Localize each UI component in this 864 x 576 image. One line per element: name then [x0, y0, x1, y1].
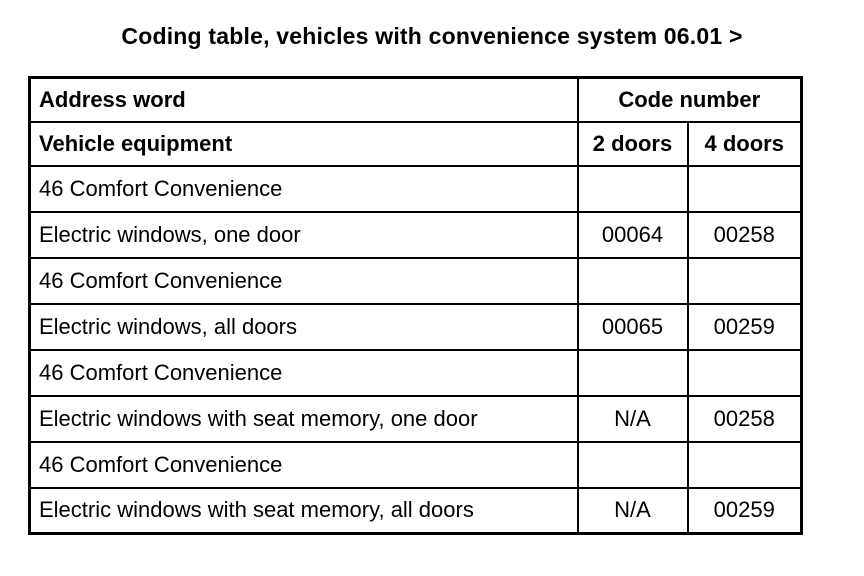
code-2doors-cell: N/A [576, 486, 689, 535]
code-4doors-cell [686, 164, 803, 213]
code-4doors-cell [686, 440, 803, 489]
code-2doors-cell [576, 440, 689, 489]
code-2doors-cell: 00064 [576, 210, 689, 259]
table-row: Electric windows with seat memory, all d… [28, 486, 803, 535]
header-vehicle-equipment: Vehicle equipment [28, 120, 579, 167]
row-label-cell: 46 Comfort Convenience [28, 348, 579, 397]
coding-table: Address word Code number Vehicle equipme… [28, 76, 803, 535]
table-row: Electric windows with seat memory, one d… [28, 394, 803, 443]
code-4doors-cell: 00259 [686, 302, 803, 351]
row-label-cell: Electric windows with seat memory, all d… [28, 486, 579, 535]
code-4doors-cell: 00259 [686, 486, 803, 535]
table-row: 46 Comfort Convenience [28, 348, 803, 397]
code-2doors-cell [576, 164, 689, 213]
row-label-cell: Electric windows, one door [28, 210, 579, 259]
code-4doors-cell [686, 256, 803, 305]
page-title: Coding table, vehicles with convenience … [121, 23, 743, 49]
code-4doors-cell: 00258 [686, 210, 803, 259]
row-label-cell: 46 Comfort Convenience [28, 164, 579, 213]
table-row: 46 Comfort Convenience [28, 256, 803, 305]
table-header-row-2: Vehicle equipment 2 doors 4 doors [28, 120, 803, 167]
row-label-cell: 46 Comfort Convenience [28, 256, 579, 305]
header-address-word: Address word [28, 76, 579, 123]
table-row: 46 Comfort Convenience [28, 164, 803, 213]
code-4doors-cell: 00258 [686, 394, 803, 443]
code-2doors-cell: 00065 [576, 302, 689, 351]
table-row: Electric windows, one door 00064 00258 [28, 210, 803, 259]
code-2doors-cell: N/A [576, 394, 689, 443]
row-label-cell: 46 Comfort Convenience [28, 440, 579, 489]
row-label-cell: Electric windows with seat memory, one d… [28, 394, 579, 443]
table-row: 46 Comfort Convenience [28, 440, 803, 489]
row-label-cell: Electric windows, all doors [28, 302, 579, 351]
code-2doors-cell [576, 256, 689, 305]
header-4-doors: 4 doors [686, 120, 803, 167]
code-2doors-cell [576, 348, 689, 397]
table-row: Electric windows, all doors 00065 00259 [28, 302, 803, 351]
code-4doors-cell [686, 348, 803, 397]
table-header-row-1: Address word Code number [28, 76, 803, 123]
header-code-number: Code number [576, 76, 803, 123]
header-2-doors: 2 doors [576, 120, 689, 167]
